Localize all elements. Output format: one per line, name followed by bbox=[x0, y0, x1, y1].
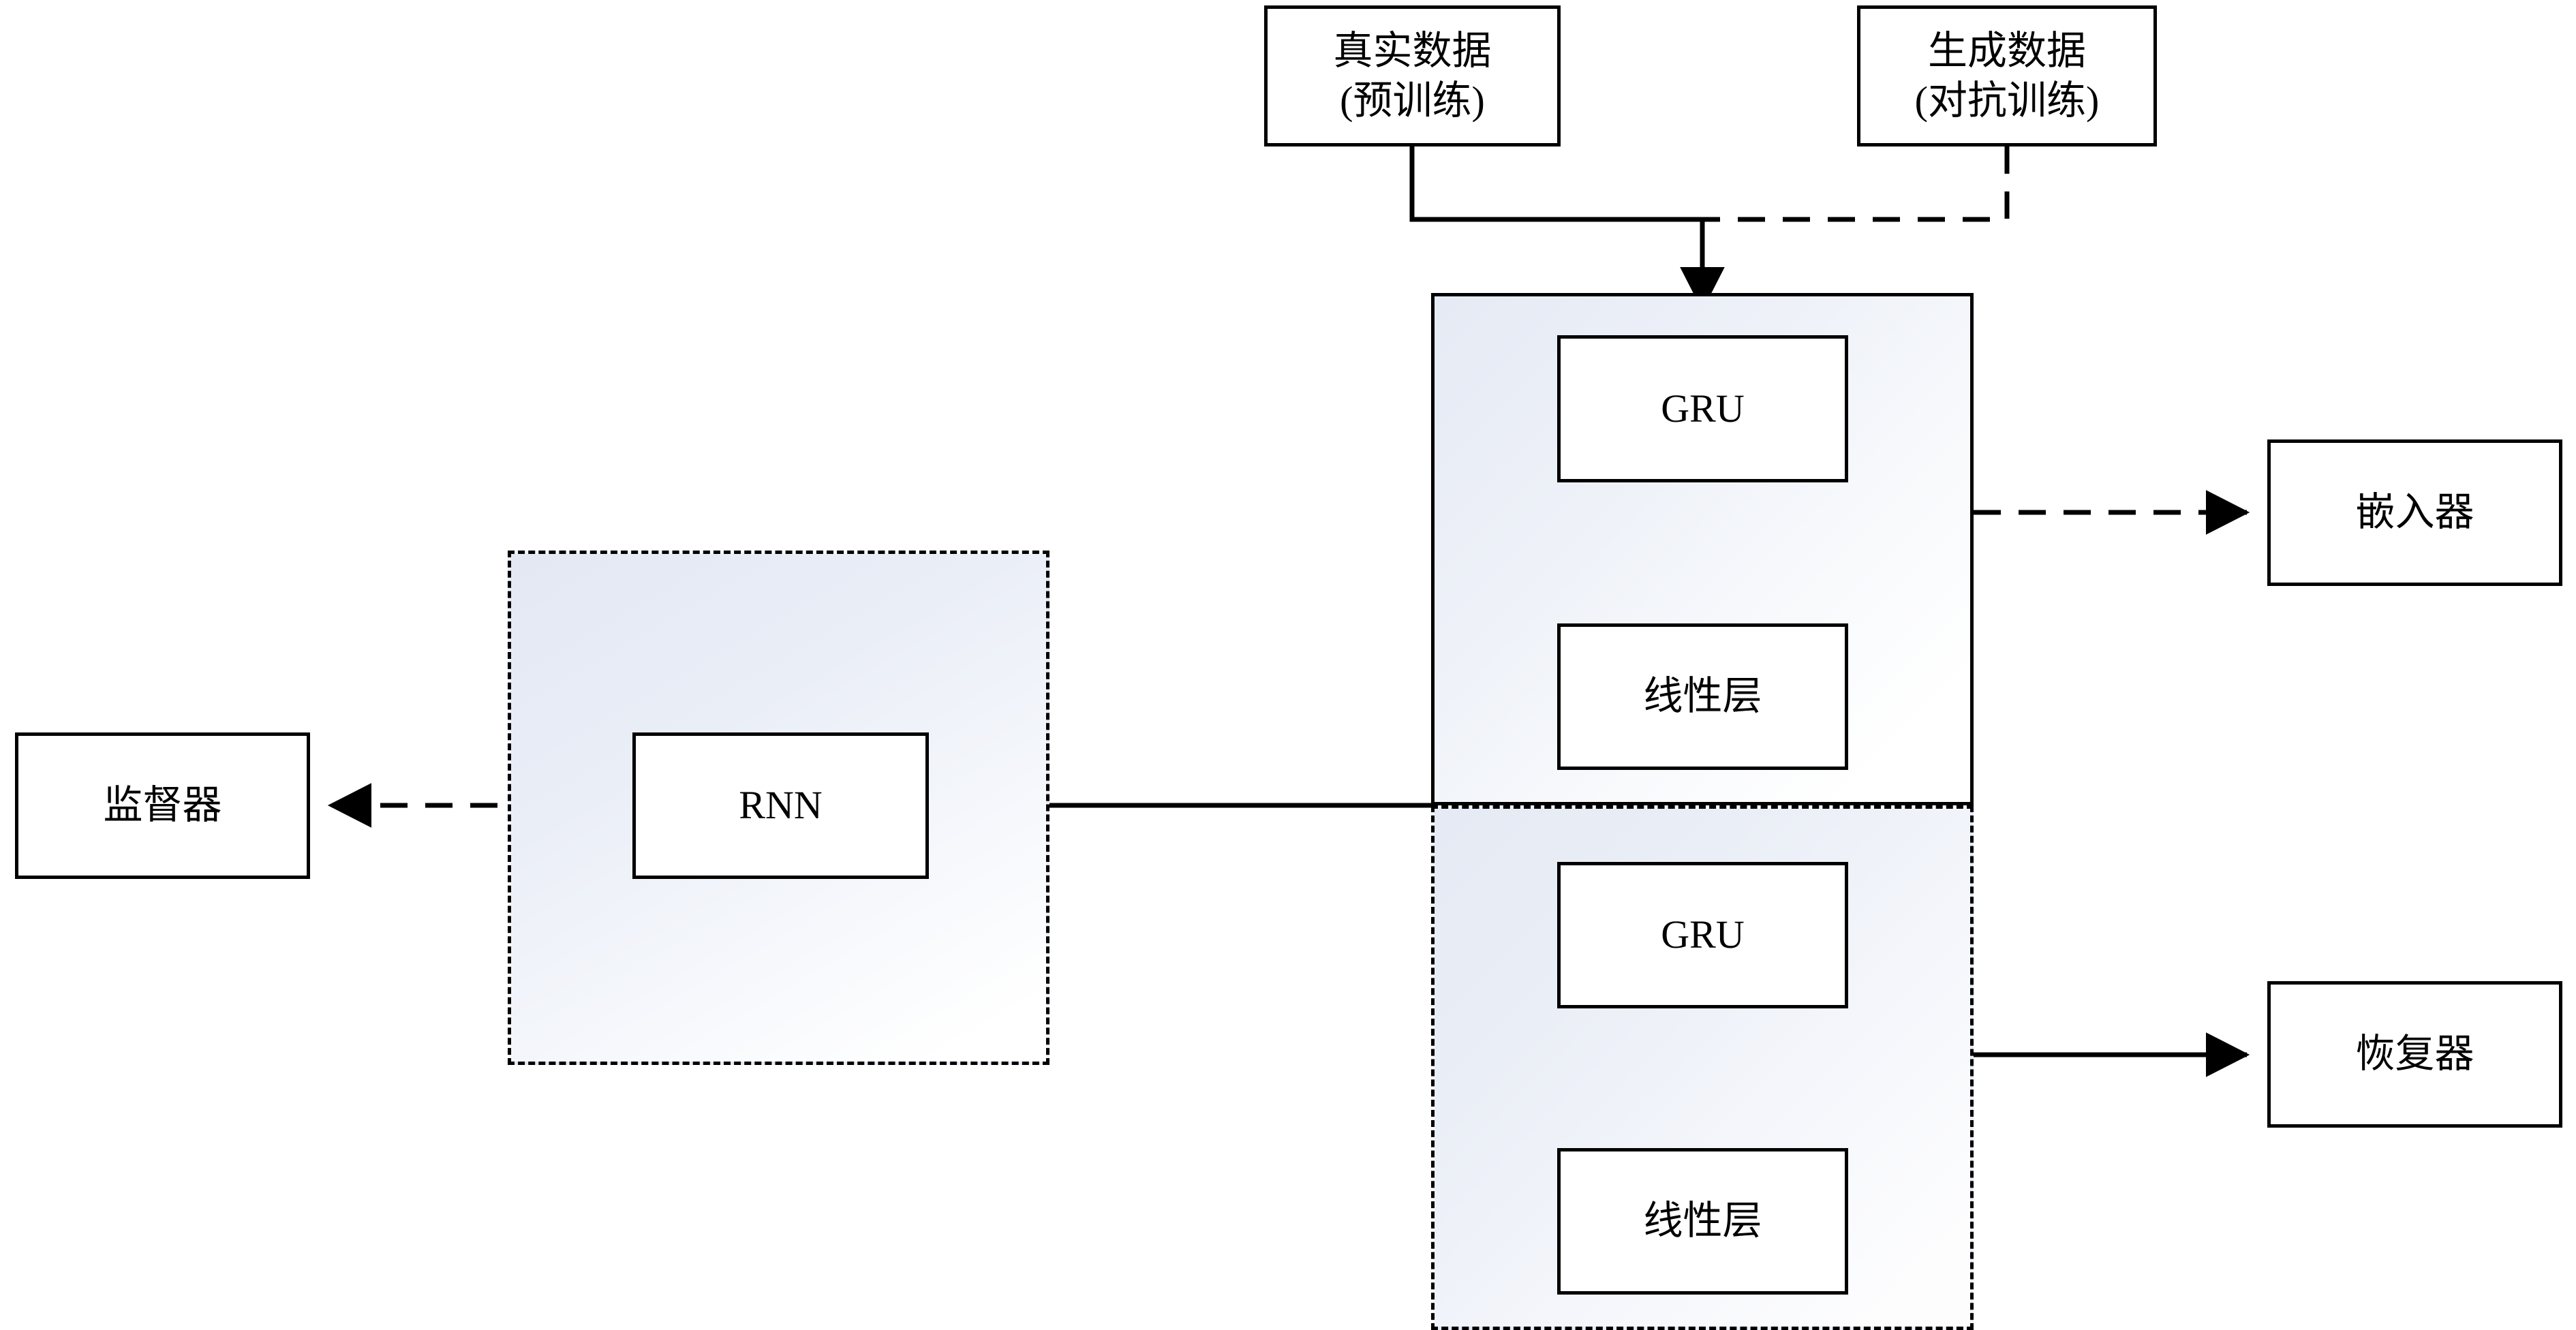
node-real-data-label: 真实数据 (预训练) bbox=[1333, 29, 1492, 123]
node-linear-top[interactable]: 线性层 bbox=[1557, 623, 1848, 770]
node-embedder[interactable]: 嵌入器 bbox=[2267, 439, 2562, 586]
node-gru-bottom-label: GRU bbox=[1661, 912, 1745, 957]
node-embedder-label: 嵌入器 bbox=[2355, 490, 2474, 535]
node-gru-bottom[interactable]: GRU bbox=[1557, 862, 1848, 1008]
node-rnn[interactable]: RNN bbox=[632, 732, 929, 879]
edge-real-to-module bbox=[1409, 146, 1725, 311]
node-linear-bottom-label: 线性层 bbox=[1643, 1198, 1762, 1243]
edge-generated-to-module bbox=[1702, 146, 2010, 222]
node-supervisor-label: 监督器 bbox=[103, 783, 222, 828]
node-generated-data-label: 生成数据 (对抗训练) bbox=[1914, 29, 2100, 123]
node-gru-top[interactable]: GRU bbox=[1557, 335, 1848, 482]
node-rnn-label: RNN bbox=[739, 783, 823, 828]
node-recovery-label: 恢复器 bbox=[2355, 1032, 2474, 1077]
node-linear-top-label: 线性层 bbox=[1643, 674, 1762, 719]
node-supervisor[interactable]: 监督器 bbox=[15, 732, 310, 879]
node-linear-bottom[interactable]: 线性层 bbox=[1557, 1148, 1848, 1295]
node-real-data[interactable]: 真实数据 (预训练) bbox=[1264, 5, 1561, 146]
node-recovery[interactable]: 恢复器 bbox=[2267, 981, 2562, 1128]
node-gru-top-label: GRU bbox=[1661, 386, 1745, 431]
node-generated-data[interactable]: 生成数据 (对抗训练) bbox=[1857, 5, 2157, 146]
